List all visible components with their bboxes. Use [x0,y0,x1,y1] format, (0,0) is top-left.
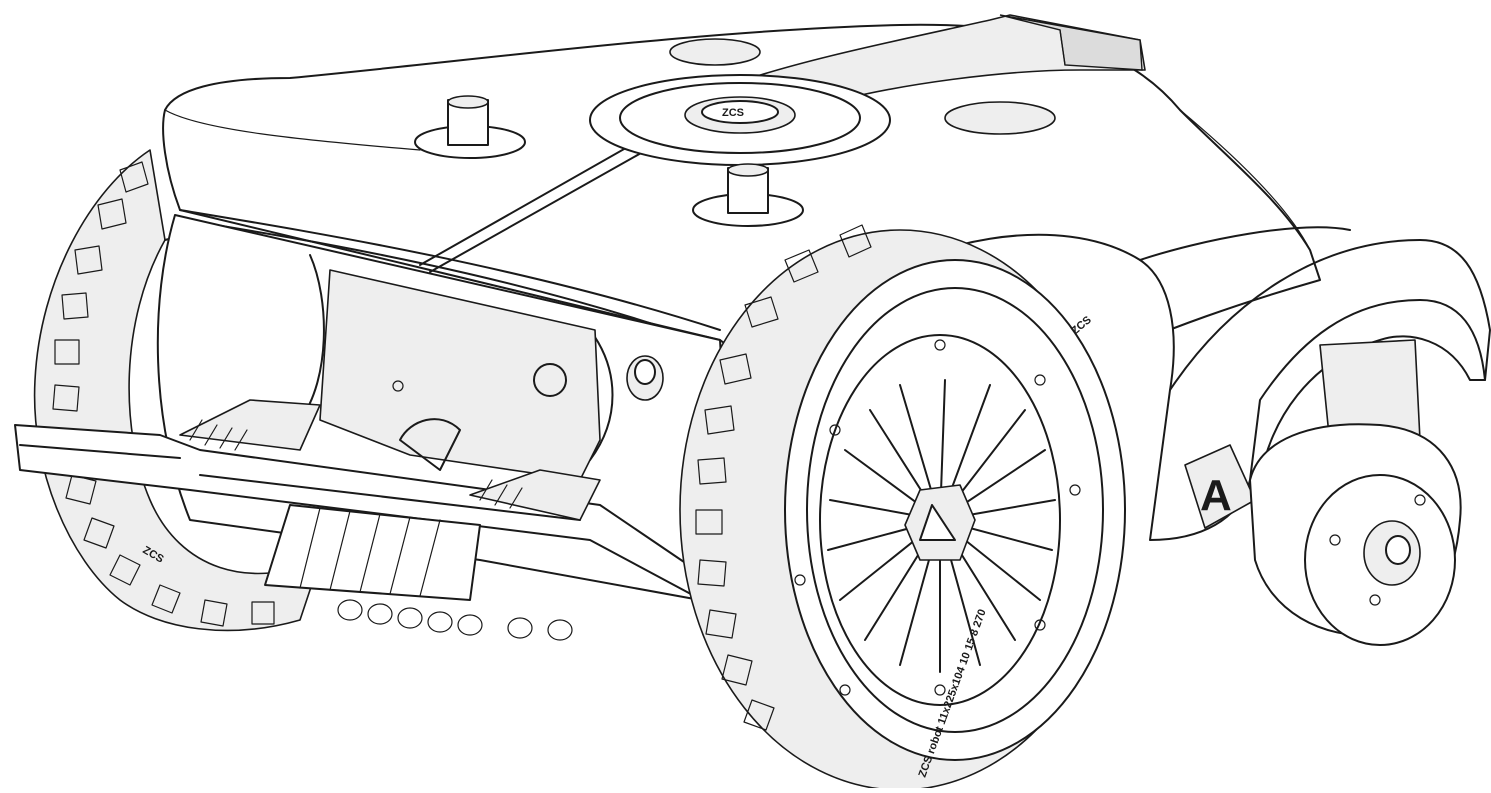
brand-logo-letter: A [1200,471,1232,520]
caster-wheel [1249,339,1462,646]
skid-feet [337,599,573,641]
brand-logo: A [1184,444,1256,529]
hub-cap [904,484,976,561]
right-wheel-treads [695,224,872,731]
stop-button: ZCS [589,74,891,166]
charging-contact [626,355,664,401]
right-wheel: ZCS robot 11x225x104 10 15 8 270 ZCS [679,224,1126,791]
front-bumper [14,399,741,616]
top-post-left [414,95,526,159]
bumper-springs [189,419,523,509]
left-wheel-treads [52,161,275,627]
top-sensor-caps [414,38,1056,227]
top-post-right [692,163,804,227]
front-grille [264,504,481,601]
rim-bolts [794,339,1081,696]
top-label: ZCS [722,107,744,119]
left-wheel: ZCS [33,149,321,632]
hub-logo-icon [919,504,956,541]
